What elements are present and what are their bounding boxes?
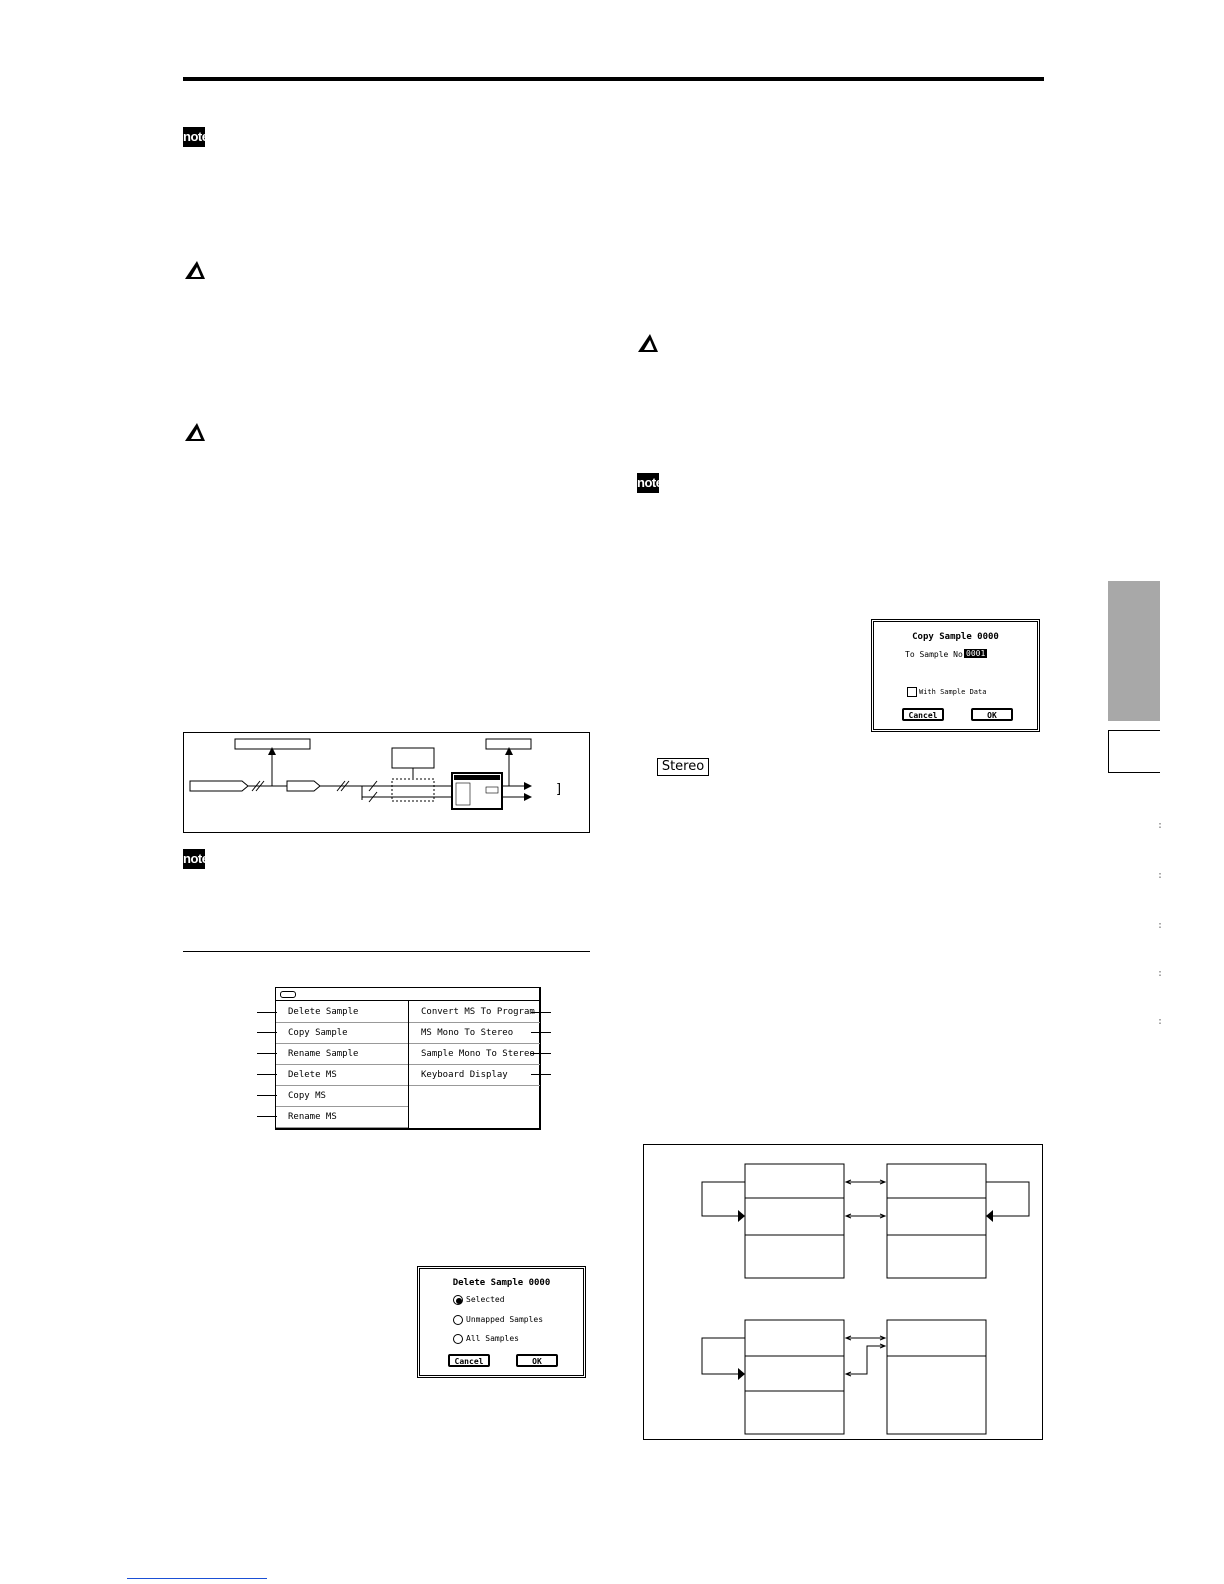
signal-flow-graphic	[189, 738, 532, 810]
section-tab	[1108, 581, 1160, 721]
menu-item-rename-ms[interactable]: Rename MS	[276, 1107, 408, 1128]
callout-line	[257, 1116, 277, 1117]
menu-item-copy-ms[interactable]: Copy MS	[276, 1086, 408, 1107]
section-divider	[183, 951, 590, 952]
radio-label: All Samples	[466, 1334, 519, 1343]
radio-all-samples[interactable]	[453, 1334, 463, 1344]
ok-button[interactable]: OK	[971, 708, 1013, 721]
callout-line	[257, 1012, 277, 1013]
menu-item-ms-mono-to-stereo[interactable]: MS Mono To Stereo	[409, 1023, 540, 1044]
with-sample-data-checkbox[interactable]	[907, 687, 917, 697]
menu-item-delete-ms[interactable]: Delete MS	[276, 1065, 408, 1086]
signal-flow-diagram: ]	[183, 732, 590, 833]
callout-line	[531, 1032, 551, 1033]
dialog-title: Copy Sample 0000	[912, 632, 999, 642]
warning-icon	[185, 261, 205, 279]
index-dot: :	[1157, 1016, 1164, 1027]
menu-item-copy-sample[interactable]: Copy Sample	[276, 1023, 408, 1044]
index-dot: :	[1157, 820, 1164, 831]
callout-line	[531, 1012, 551, 1013]
radio-unmapped-samples[interactable]	[453, 1315, 463, 1325]
header-rule	[183, 77, 1044, 81]
mapping-diagram	[643, 1144, 1043, 1440]
menu-item-sample-mono-to-stereo[interactable]: Sample Mono To Stereo	[409, 1044, 540, 1065]
callout-line	[257, 1095, 277, 1096]
callout-line	[257, 1032, 277, 1033]
radio-label: Selected	[466, 1295, 505, 1304]
warning-icon	[638, 334, 658, 352]
radio-selected[interactable]	[453, 1295, 463, 1305]
to-sample-field[interactable]: 0001	[964, 649, 988, 658]
callout-line	[531, 1074, 551, 1075]
cancel-button[interactable]: Cancel	[448, 1354, 490, 1367]
callout-line	[531, 1053, 551, 1054]
mapping-graphic	[701, 1163, 1030, 1435]
menu-column-divider	[408, 1001, 409, 1128]
cancel-button[interactable]: Cancel	[902, 708, 944, 721]
menu-left-column: Delete Sample Copy Sample Rename Sample …	[276, 1002, 408, 1128]
index-dot: :	[1157, 920, 1164, 931]
menu-right-column: Convert MS To Program MS Mono To Stereo …	[409, 1002, 540, 1086]
callout-line	[257, 1074, 277, 1075]
menu-item-rename-sample[interactable]: Rename Sample	[276, 1044, 408, 1065]
section-tab-box	[1108, 730, 1160, 773]
utility-menu: Delete Sample Copy Sample Rename Sample …	[275, 987, 541, 1130]
index-dot: :	[1157, 968, 1164, 979]
to-sample-label: To Sample No.	[905, 650, 968, 659]
menu-tab-icon	[280, 991, 296, 998]
menu-top-line	[276, 1000, 540, 1001]
callout-line	[257, 1053, 277, 1054]
delete-sample-dialog: Delete Sample 0000 Selected Unmapped Sam…	[417, 1266, 586, 1378]
checkbox-label: With Sample Data	[919, 688, 987, 696]
radio-label: Unmapped Samples	[466, 1315, 544, 1324]
copy-sample-dialog: Copy Sample 0000 To Sample No. 0001 With…	[871, 619, 1040, 732]
note-icon: note	[183, 127, 209, 147]
index-dot: :	[1157, 870, 1164, 881]
menu-item-delete-sample[interactable]: Delete Sample	[276, 1002, 408, 1023]
menu-item-convert-ms-to-program[interactable]: Convert MS To Program	[409, 1002, 540, 1023]
warning-icon	[185, 423, 205, 441]
stereo-badge: Stereo	[657, 758, 709, 776]
diagram-end-bracket: ]	[556, 782, 562, 797]
menu-item-keyboard-display[interactable]: Keyboard Display	[409, 1065, 540, 1086]
note-icon: note	[183, 849, 209, 869]
ok-button[interactable]: OK	[516, 1354, 558, 1367]
note-icon: note	[637, 473, 663, 493]
dialog-title: Delete Sample 0000	[452, 1278, 551, 1288]
footer-link-underline[interactable]	[127, 1578, 267, 1579]
